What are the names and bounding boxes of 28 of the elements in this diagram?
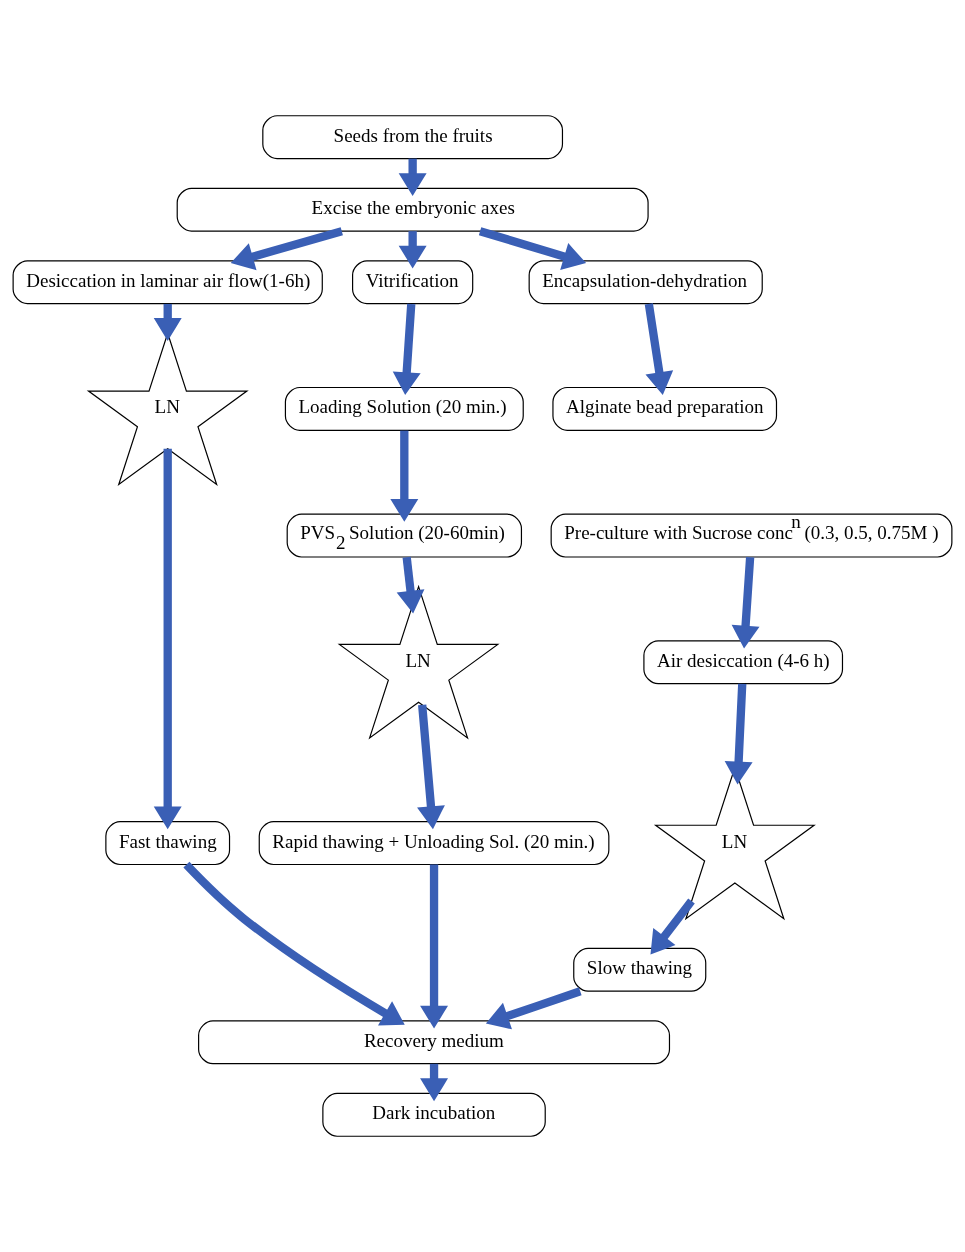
arrow <box>153 303 182 341</box>
arrow <box>644 303 674 396</box>
node-box: Excise the embryonic axes <box>176 187 649 232</box>
arrow <box>724 683 753 785</box>
arrow <box>390 430 419 522</box>
arrow <box>183 861 405 1026</box>
node-box: Seeds from the fruits <box>262 115 564 160</box>
node-box: Alginate bead preparation <box>552 386 778 431</box>
node-box: Air desiccation (4-6 h) <box>643 640 844 685</box>
arrow <box>398 158 427 196</box>
arrow <box>650 898 695 955</box>
arrow <box>392 303 421 396</box>
node-box: Rapid thawing + Unloading Sol. (20 min.) <box>258 821 610 866</box>
arrow <box>731 557 760 649</box>
arrow <box>420 1063 449 1102</box>
node-box: Loading Solution (20 min.) <box>284 386 524 431</box>
arrow <box>396 556 425 614</box>
node-box: Vitrification <box>352 260 474 305</box>
node-box: Slow thawing <box>573 947 707 992</box>
node-box: Desiccation in laminar air flow(1-6h) <box>12 260 323 305</box>
arrow <box>478 227 587 270</box>
arrow <box>420 864 449 1029</box>
node-box: Dark incubation <box>322 1092 546 1137</box>
node-box: Recovery medium <box>198 1020 671 1065</box>
node-box: Encapsulation-dehydration <box>528 260 763 305</box>
arrow <box>485 987 582 1030</box>
node-box: Fast thawing <box>105 821 231 866</box>
arrow <box>398 231 427 269</box>
